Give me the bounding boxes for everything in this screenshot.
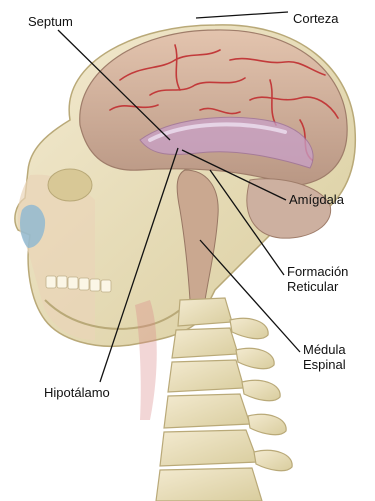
- leader-corteza: [196, 12, 288, 18]
- label-amigdala: Amígdala: [289, 192, 344, 207]
- neck-muscle: [135, 300, 157, 420]
- label-formacion-line1: Formación: [287, 264, 348, 279]
- label-medula-espinal: Médula Espinal: [303, 342, 346, 372]
- label-corteza: Corteza: [293, 11, 339, 26]
- label-septum: Septum: [28, 14, 73, 29]
- label-formacion-line2: Reticular: [287, 279, 348, 294]
- eye-socket: [48, 169, 92, 201]
- label-formacion-reticular: Formación Reticular: [287, 264, 348, 294]
- label-medula-line1: Médula: [303, 342, 346, 357]
- label-medula-line2: Espinal: [303, 357, 346, 372]
- label-hipotalamo: Hipotálamo: [44, 385, 110, 400]
